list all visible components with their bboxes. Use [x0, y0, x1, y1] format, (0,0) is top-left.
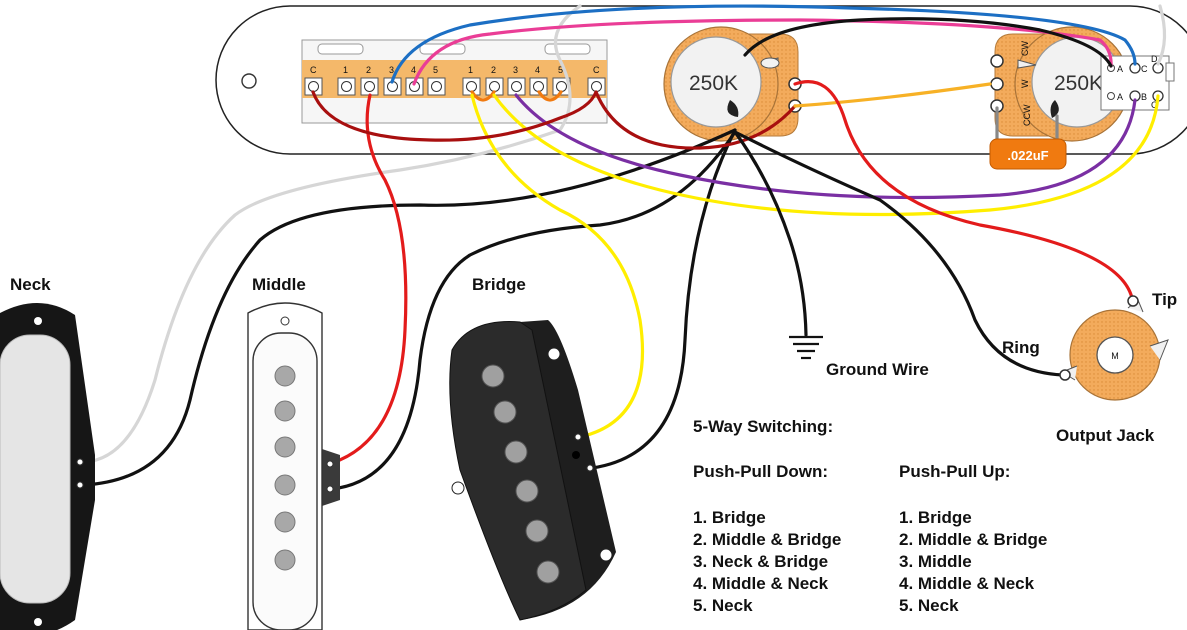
- neck-lug-1: [76, 458, 84, 466]
- up-position-5: 5. Neck: [899, 596, 959, 615]
- switch-lug-label-right-5: 5: [558, 65, 563, 75]
- jack-tip-lug: [1127, 295, 1139, 307]
- down-position-4: 4. Middle & Neck: [693, 574, 829, 593]
- output-jack-label: Output Jack: [1056, 426, 1155, 445]
- wire-black-volume-to-push-pull: [743, 17, 1113, 68]
- down-position-2: 2. Middle & Bridge: [693, 530, 841, 549]
- push-pull-lug-a1: A: [1117, 64, 1123, 74]
- push-pull-lug-c2: C: [1151, 100, 1158, 110]
- switch-lug-label-left-5: 5: [433, 65, 438, 75]
- jack-m-mark: M: [1111, 351, 1119, 361]
- middle-lug-2: [326, 485, 334, 493]
- volume-pot-value: 250K: [689, 72, 738, 95]
- middle-pickup-label: Middle: [252, 275, 306, 294]
- switching-title: 5-Way Switching:: [693, 417, 833, 436]
- bridge-pickup-label: Bridge: [472, 275, 526, 294]
- wire-ground: [733, 130, 808, 337]
- up-position-4: 4. Middle & Neck: [899, 574, 1035, 593]
- wire-grey-push-pull: [1156, 4, 1167, 66]
- tone-lug-cw: [990, 54, 1004, 68]
- push-pull-lug-a2: A: [1117, 92, 1123, 102]
- switch-jumper-1-2: [470, 90, 496, 102]
- push-pull-down-title: Push-Pull Down:: [693, 462, 828, 481]
- tone-lug-label-cw: CW: [1020, 41, 1030, 56]
- up-position-1: 1. Bridge: [899, 508, 972, 527]
- wire-purple: [514, 93, 1137, 200]
- down-position-3: 3. Neck & Bridge: [693, 552, 828, 571]
- up-position-3: 3. Middle: [899, 552, 972, 571]
- wire-bridge-black: [590, 128, 737, 470]
- five-way-switch[interactable]: C 1 2 3 4 5 1 2 3 4 5 C: [301, 39, 608, 124]
- jack-ring-lug: [1059, 369, 1071, 381]
- neck-pickup[interactable]: [0, 303, 95, 630]
- push-pull-lug-b: B: [1141, 92, 1147, 102]
- wire-black-jack-ring: [733, 130, 1065, 377]
- wire-neck-black: [82, 128, 737, 487]
- volume-pot[interactable]: 250K: [663, 26, 802, 142]
- middle-pickup[interactable]: [247, 302, 340, 630]
- push-pull-lug-d: D: [1151, 54, 1158, 64]
- push-pull-up-title: Push-Pull Up:: [899, 462, 1010, 481]
- switch-lug-label-right-1: 1: [468, 65, 473, 75]
- switching-legend: 5-Way Switching: Push-Pull Down: Push-Pu…: [693, 417, 1047, 615]
- tone-lug-label-w: W: [1020, 79, 1030, 88]
- jack-ring-label: Ring: [1002, 338, 1040, 357]
- wire-red-jack-tip: [793, 80, 1134, 300]
- up-position-2: 2. Middle & Bridge: [899, 530, 1047, 549]
- switch-jumper-4-5: [537, 90, 563, 102]
- bridge-pickup[interactable]: [449, 320, 616, 621]
- plate-screw-hole: [241, 73, 257, 89]
- switch-lug-label-right-c: C: [593, 65, 600, 75]
- switch-lug-label-left-c: C: [310, 65, 317, 75]
- wire-yellow-switch-to-push-pull: [492, 93, 1160, 217]
- wire-bridge-yellow: [470, 93, 645, 439]
- wire-dark-red: [311, 90, 797, 150]
- wire-pink: [412, 18, 1113, 86]
- switch-lugs-right: [462, 77, 606, 96]
- switch-lug-label-left-2: 2: [366, 65, 371, 75]
- down-position-1: 1. Bridge: [693, 508, 766, 527]
- neck-pickup-label: Neck: [10, 275, 51, 294]
- switch-lugs-left: [304, 77, 446, 96]
- switch-lug-label-right-4: 4: [535, 65, 540, 75]
- tone-lug-wiper: [990, 77, 1004, 91]
- wire-neck-white: [82, 4, 582, 464]
- wire-middle-red: [330, 93, 408, 465]
- wire-middle-black: [330, 130, 737, 491]
- neck-lug-2: [76, 481, 84, 489]
- switch-lug-label-left-3: 3: [389, 65, 394, 75]
- down-position-5: 5. Neck: [693, 596, 753, 615]
- switch-lug-label-right-3: 3: [513, 65, 518, 75]
- bridge-lug-2: [586, 464, 594, 472]
- ground-symbol-icon: [789, 335, 823, 360]
- capacitor-value: .022uF: [1007, 148, 1048, 163]
- bridge-lug-1: [574, 433, 582, 441]
- jack-tip-label: Tip: [1152, 290, 1177, 309]
- wire-orange-volume-to-tone: [793, 82, 992, 108]
- output-jack[interactable]: M: [1059, 295, 1169, 401]
- ground-wire-label: Ground Wire: [826, 360, 929, 379]
- capacitor: .022uF: [989, 106, 1067, 170]
- wire-blue: [390, 4, 1137, 84]
- switch-lug-label-left-4: 4: [411, 65, 416, 75]
- switch-lug-label-left-1: 1: [343, 65, 348, 75]
- middle-lug-1: [326, 460, 334, 468]
- switch-lug-label-right-2: 2: [491, 65, 496, 75]
- tone-lug-label-ccw: CCW: [1022, 104, 1032, 126]
- tone-pot-value: 250K: [1054, 72, 1103, 95]
- push-pull-lug-c1: C: [1141, 64, 1148, 74]
